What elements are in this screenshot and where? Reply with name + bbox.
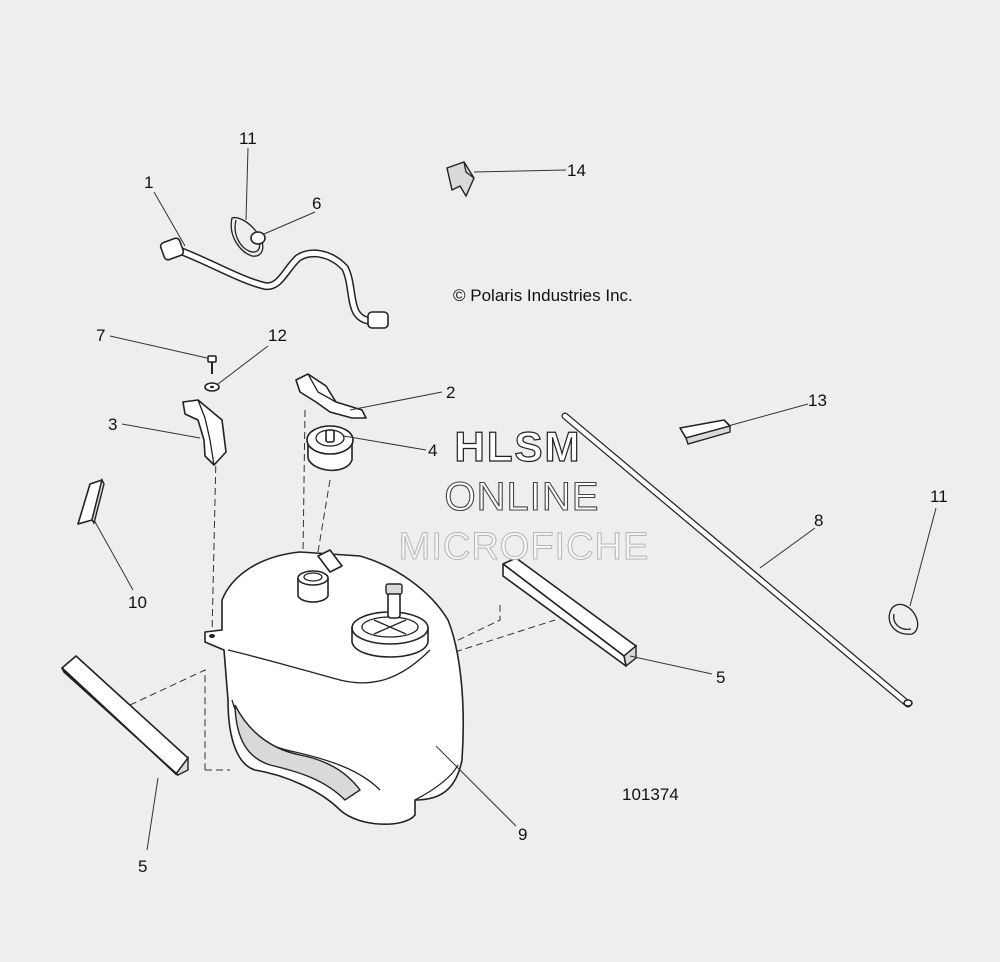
foam-strip-part (77, 477, 105, 525)
watermark-line-2: ONLINE (445, 475, 600, 519)
callout-13: 13 (808, 391, 827, 410)
callout-2: 2 (446, 383, 455, 402)
diagram-number: 101374 (622, 785, 679, 804)
washer-part (204, 382, 220, 392)
bracket-left-part (182, 399, 227, 466)
foam-pad-right-part (502, 557, 637, 668)
leader-lines (93, 147, 937, 851)
callout-12: 12 (268, 326, 287, 345)
callout-5-right: 5 (716, 668, 725, 687)
callout-10: 10 (128, 593, 147, 612)
watermark: HLSM ONLINE MICROFICHE (398, 422, 650, 568)
callout-4: 4 (428, 441, 437, 460)
clamp-right-part (888, 603, 919, 635)
callout-1: 1 (144, 173, 153, 192)
copyright-text: © Polaris Industries Inc. (453, 286, 633, 305)
callout-labels: 1 11 6 14 7 12 3 2 4 13 10 8 11 5 5 9 (96, 129, 948, 876)
callout-14: 14 (567, 161, 586, 180)
callout-9: 9 (518, 825, 527, 844)
callout-5-left: 5 (138, 857, 147, 876)
grommet-part (250, 231, 266, 245)
rubber-strip-part (679, 419, 731, 445)
callout-6: 6 (312, 194, 321, 213)
callout-11-right: 11 (930, 487, 948, 506)
bolt-part (207, 355, 217, 374)
assembly-guide-lines (129, 409, 556, 771)
long-hose-part (561, 412, 913, 708)
callout-11-top: 11 (239, 129, 257, 148)
bracket-right-part (295, 373, 367, 419)
callout-8: 8 (814, 511, 823, 530)
callout-3: 3 (108, 415, 117, 434)
watermark-line-3: MICROFICHE (399, 526, 650, 568)
fuel-tank-part (204, 549, 464, 825)
foam-pad-left-part (61, 655, 189, 776)
vent-hose-part (159, 237, 389, 329)
fuel-cap-part (306, 425, 354, 472)
clip-part (446, 161, 475, 198)
callout-7: 7 (96, 326, 105, 345)
watermark-line-1: HLSM (455, 423, 582, 470)
